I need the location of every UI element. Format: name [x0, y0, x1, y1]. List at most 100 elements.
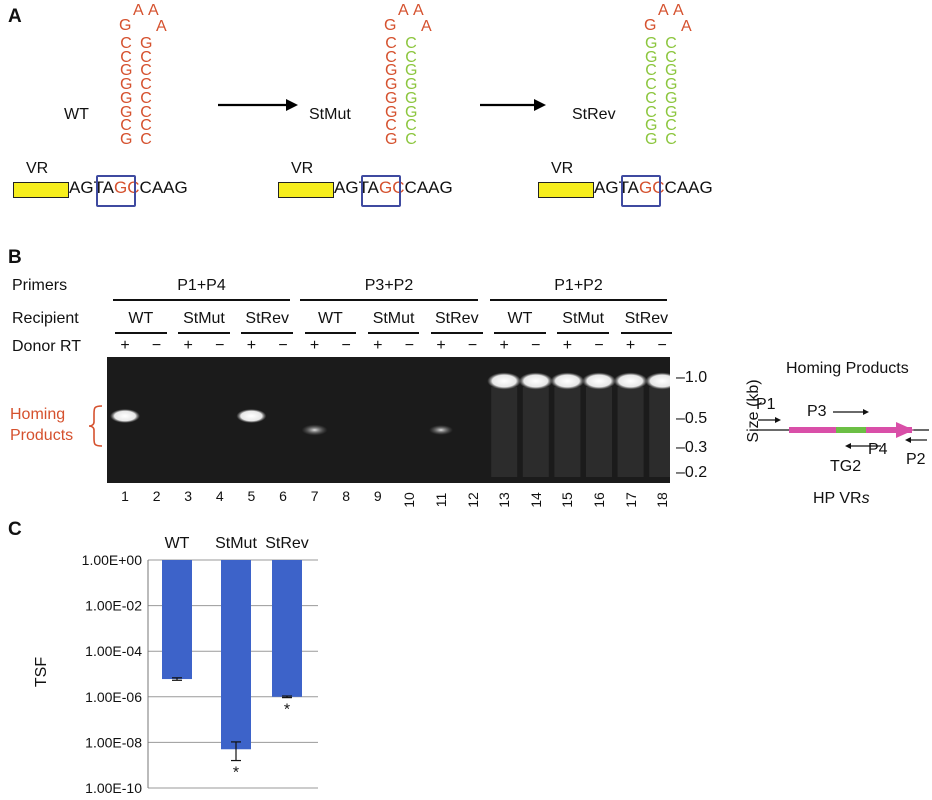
stem-nucleotide: G — [385, 89, 398, 107]
size-marker: –0.2 — [676, 464, 708, 481]
loop-nucleotide: A — [148, 2, 159, 19]
donor-rt-sign: − — [531, 337, 541, 354]
stem-nucleotide: C — [385, 117, 397, 135]
stem-nucleotide: G — [405, 103, 418, 121]
stem-nucleotide: G — [140, 35, 153, 52]
arrow-wt-to-stmut — [218, 99, 298, 111]
loop-nucleotide: A — [681, 18, 692, 35]
recipient-line — [304, 332, 357, 334]
schematic-p3-label: P3 — [807, 403, 827, 420]
donor-rt-sign: − — [215, 337, 225, 354]
size-marker: –0.3 — [676, 439, 708, 456]
lane-number: 13 — [496, 492, 513, 508]
y-tick-label: 1.00E-06 — [85, 689, 142, 705]
stem-nucleotide: C — [120, 35, 132, 52]
gel-band — [110, 409, 140, 423]
construct-name: StRev — [572, 106, 616, 123]
homing-label-line2: Products — [10, 427, 74, 444]
homing-product-schematic — [757, 409, 929, 449]
seq-suffix: CAAG — [139, 178, 188, 197]
lane-number: 15 — [559, 492, 576, 508]
loop-nucleotide: G — [384, 17, 397, 34]
category-label: StMut — [215, 535, 257, 552]
recipient-line — [557, 332, 609, 334]
seq-suffix: CAAG — [404, 178, 453, 197]
vr-region-box — [13, 182, 69, 198]
recipient-line — [431, 332, 483, 334]
recipient-line — [115, 332, 167, 334]
stem-nucleotide: C — [405, 48, 417, 66]
lane-number: 9 — [373, 488, 382, 504]
loop-nucleotide: A — [658, 2, 669, 19]
stem-nucleotide: C — [665, 117, 677, 135]
lane-number: 4 — [215, 488, 224, 504]
loop-nucleotide: A — [133, 2, 144, 19]
seq-ta: TA — [618, 178, 640, 197]
stem-nucleotide: C — [140, 48, 152, 66]
stem-nucleotide: G — [120, 62, 133, 80]
donor-rt-sign: − — [341, 337, 351, 354]
stem-nucleotide: C — [140, 89, 152, 107]
primer-group-label: P3+P2 — [364, 277, 414, 294]
stem-nucleotide: C — [405, 35, 417, 52]
stem-nucleotide: G — [120, 89, 133, 107]
stem-nucleotide: G — [120, 103, 133, 121]
category-label: StRev — [265, 535, 309, 552]
stem-nucleotide: C — [665, 48, 677, 66]
gel-smear — [522, 387, 549, 477]
stem-nucleotide: C — [405, 117, 417, 135]
arrow-stmut-to-strev — [480, 99, 546, 111]
primer-group-label: P1+P2 — [554, 277, 603, 294]
gel-image — [107, 357, 680, 483]
homing-bracket — [88, 405, 103, 447]
target-sequence: AGTAGCCAAG — [334, 178, 453, 198]
seq-ta: TA — [358, 178, 380, 197]
seq-ta: TA — [93, 178, 115, 197]
stem-nucleotide: G — [665, 89, 678, 107]
donor-rt-sign: − — [657, 337, 667, 354]
stem-nucleotide: C — [665, 130, 677, 148]
y-tick-label: 1.00E-04 — [85, 643, 142, 659]
y-tick-label: 1.00E+00 — [82, 552, 143, 568]
seq-g: G — [379, 178, 393, 197]
primer-group-line — [490, 299, 667, 301]
stem-nucleotide: G — [120, 76, 133, 94]
stem-nucleotide: C — [645, 76, 657, 94]
seq-g: G — [114, 178, 128, 197]
lane-number: 7 — [310, 488, 319, 504]
donor-rt-sign: + — [120, 337, 130, 354]
bar-strev — [272, 560, 302, 697]
stem-nucleotide: G — [645, 48, 658, 66]
vr-label: VR — [26, 160, 49, 177]
recipient-label: WT — [507, 310, 533, 327]
gel-band — [645, 372, 680, 390]
lane-number: 1 — [121, 488, 129, 504]
seq-suffix: CAAG — [664, 178, 713, 197]
donor-rt-sign: − — [151, 337, 162, 354]
seq-c: C — [652, 178, 665, 197]
gel-band — [518, 372, 553, 390]
gel-band — [582, 372, 616, 390]
loop-nucleotide: G — [644, 17, 657, 34]
donor-rt-sign: + — [436, 337, 446, 354]
stem-nucleotide: G — [385, 130, 398, 148]
recipient-label: WT — [128, 310, 154, 327]
donor-rt-sign: + — [183, 337, 193, 354]
loop-nucleotide: G — [119, 17, 132, 34]
significance-marker: * — [284, 702, 290, 719]
recipient-label: StRev — [624, 310, 669, 327]
schematic-tg2-label: TG2 — [830, 458, 862, 475]
stem-nucleotide: C — [140, 103, 152, 121]
y-tick-label: 1.00E-10 — [85, 780, 142, 796]
recipient-row-label: Recipient — [12, 310, 79, 327]
lane-number: 12 — [464, 492, 481, 508]
donor-rt-row-label: Donor RT — [12, 338, 82, 355]
schematic-p2-label: P2 — [906, 451, 926, 468]
vr-region-box — [538, 182, 594, 198]
gel-band — [429, 425, 453, 435]
y-axis-label: TSF — [33, 657, 50, 687]
